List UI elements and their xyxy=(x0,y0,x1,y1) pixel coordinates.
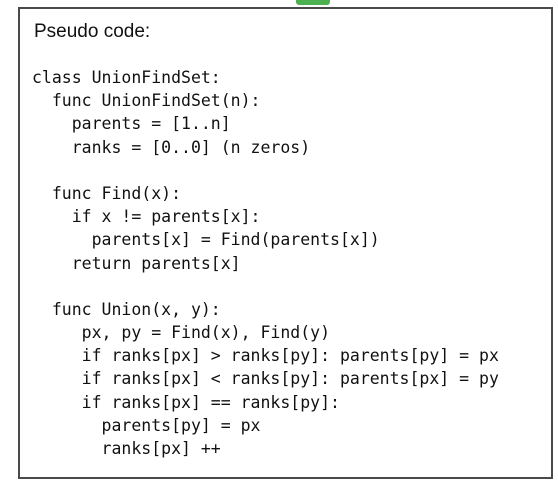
accent-tab xyxy=(296,0,330,5)
code-line: if ranks[px] < ranks[py]: parents[px] = … xyxy=(32,369,499,389)
code-line: if ranks[px] == ranks[py]: xyxy=(32,392,340,412)
code-line: return parents[x] xyxy=(32,253,241,273)
panel-title: Pseudo code: xyxy=(34,21,151,42)
code-line xyxy=(32,159,499,182)
code-line xyxy=(32,275,499,298)
code-line: parents[x] = Find(parents[x]) xyxy=(32,230,380,250)
code-line: func UnionFindSet(n): xyxy=(32,91,261,111)
pseudo-code-panel: Pseudo code: class UnionFindSet: func Un… xyxy=(18,7,553,479)
code-line: parents = [1..n] xyxy=(32,114,231,134)
code-line: if x != parents[x]: xyxy=(32,207,261,227)
code-line: func Union(x, y): xyxy=(32,299,221,319)
code-line: parents[py] = px xyxy=(32,415,261,435)
code-line: ranks[px] ++ xyxy=(32,439,221,458)
code-line: ranks = [0..0] (n zeros) xyxy=(32,137,311,157)
code-line: class UnionFindSet: xyxy=(32,68,221,87)
code-line: if ranks[px] > ranks[py]: parents[py] = … xyxy=(32,346,499,366)
code-block: class UnionFindSet: func UnionFindSet(n)… xyxy=(32,66,499,460)
code-line: px, py = Find(x), Find(y) xyxy=(32,323,331,343)
code-line: func Find(x): xyxy=(32,183,182,203)
